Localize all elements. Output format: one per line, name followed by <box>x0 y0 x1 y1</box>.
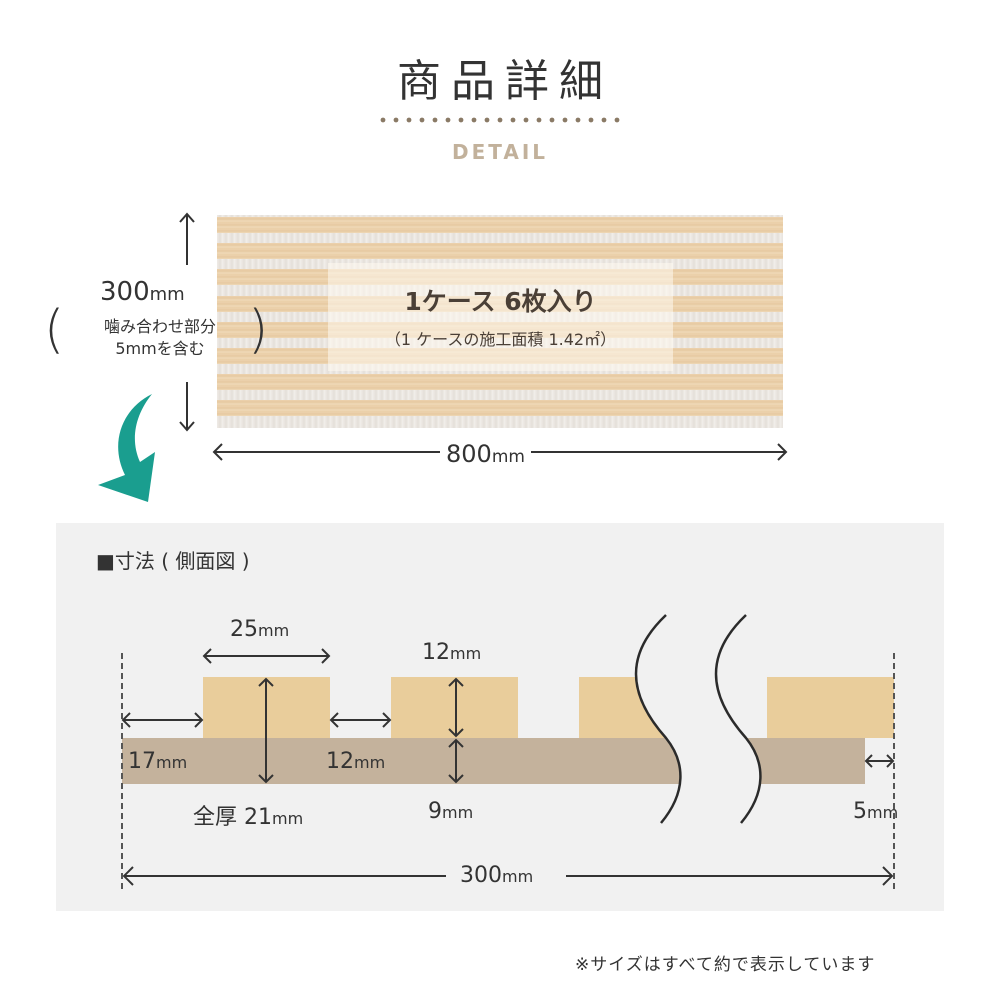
height-arrow-icon <box>179 212 195 432</box>
dimension-title: ■寸法 ( 側面図 ) <box>96 549 250 573</box>
base-thickness-label: 9mm <box>428 799 474 824</box>
gap-label: 12mm <box>326 749 386 774</box>
width-label: 800mm <box>440 440 531 468</box>
paren-close: ) <box>248 300 269 360</box>
paren-open: ( <box>44 300 65 360</box>
page-title: 商品詳細 <box>397 56 613 107</box>
page-subtitle: DETAIL <box>451 140 549 164</box>
info-overlay <box>328 263 673 371</box>
slat-width-label: 25mm <box>230 617 290 642</box>
curved-down-arrow-icon <box>98 394 155 502</box>
case-quantity-label: 1ケース 6枚入り <box>404 287 597 316</box>
dotted-divider <box>380 117 620 123</box>
case-area-label: （1 ケースの施工面積 1.42㎡） <box>384 330 617 349</box>
left-offset-label: 17mm <box>128 749 188 774</box>
total-width-label: 300mm <box>460 863 534 888</box>
height-note: 噛み合わせ部分 5mmを含む <box>103 317 216 358</box>
footnote: ※サイズはすべて約で表示しています <box>575 955 876 975</box>
tongue-label: 5mm <box>853 799 899 824</box>
slat-height-label: 12mm <box>422 640 482 665</box>
total-thickness-label: 全厚 21mm <box>193 805 304 830</box>
height-label: 300mm <box>100 277 185 307</box>
side-view-diagram <box>121 614 895 893</box>
